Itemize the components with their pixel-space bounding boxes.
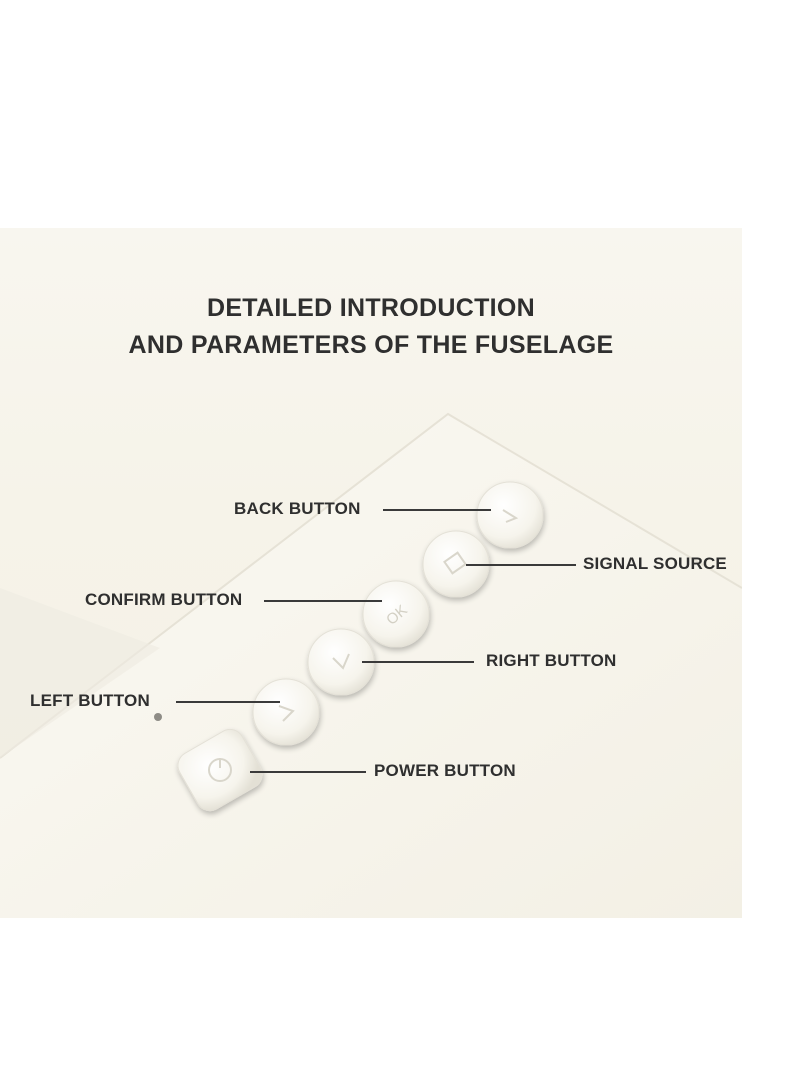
confirm-button-leader [264,600,382,602]
title-line-1: DETAILED INTRODUCTION [206,294,536,322]
left-button-leader [176,701,280,703]
indicator-led [154,713,162,721]
title-line-2: AND PARAMETERS OF THE FUSELAGE [128,331,614,359]
signal-source-label: SIGNAL SOURCE [583,554,727,573]
device-edge-line [0,412,742,759]
power-button-leader [250,771,366,773]
left-button [252,678,320,746]
signal-source-leader [466,564,576,566]
right-button-label: RIGHT BUTTON [486,651,617,670]
device-illustration: OK [0,412,742,918]
device-side-shade [0,588,160,758]
confirm-button: OK [362,580,430,648]
left-button-label: LEFT BUTTON [30,691,150,710]
power-button-label: POWER BUTTON [374,761,516,780]
page-title: DETAILED INTRODUCTION AND PARAMETERS OF … [0,290,742,364]
back-button [476,481,544,549]
back-button-leader [383,509,491,511]
product-image-panel: OK DETAILED INTRODUCTION AND PARAMETERS … [0,228,742,918]
confirm-button-label: CONFIRM BUTTON [85,590,243,609]
power-button [177,728,263,812]
right-button-leader [362,661,474,663]
back-button-label: BACK BUTTON [234,499,361,518]
